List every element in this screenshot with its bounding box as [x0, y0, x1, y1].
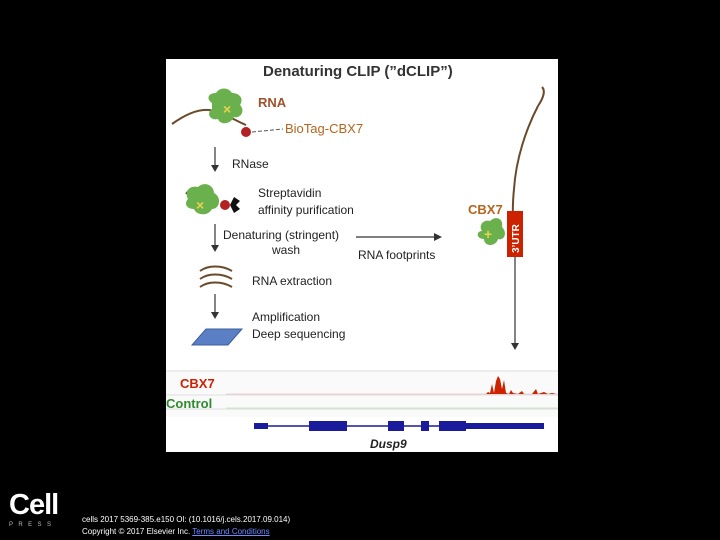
terms-link[interactable]: Terms and Conditions	[192, 527, 270, 536]
crosslink-mark-icon: ×	[223, 101, 231, 117]
rna-extraction-label: RNA extraction	[252, 274, 332, 288]
rna-fragment-b	[199, 273, 233, 280]
footprints-arrowhead-icon	[434, 233, 442, 241]
rna-strand-right-top	[537, 86, 545, 107]
copyright-text: Copyright © 2017 Elsevier Inc.	[82, 527, 191, 536]
utr-label: 3’UTR	[511, 223, 522, 253]
gene-utr-block-left	[254, 423, 268, 429]
track-cbx7-label: CBX7	[180, 376, 215, 391]
crosslink-mark-right-icon: +	[484, 226, 492, 242]
cbx7-protein-step1: ×	[208, 88, 243, 124]
copyright-line: Copyright © 2017 Elsevier Inc. Terms and…	[82, 526, 290, 538]
sequencing-chip-icon	[190, 328, 244, 346]
dclip-diagram-svg: Denaturing CLIP (”dCLIP”) × RNA BioTag-C…	[166, 63, 558, 451]
biotag-cbx7-label: BioTag-CBX7	[285, 121, 363, 136]
figure-title: Denaturing CLIP (”dCLIP”)	[263, 63, 453, 80]
arrowhead-right-down-icon	[511, 343, 519, 350]
track-control-label: Control	[166, 396, 212, 411]
citation-line: cells 2017 5369-385.e150 Ol: (10.1016/j.…	[82, 515, 291, 524]
cbx7-right-label: CBX7	[468, 202, 503, 217]
protein-blob-icon	[208, 88, 243, 124]
gene-name-label: Dusp9	[370, 437, 407, 451]
citation-block: cells 2017 5369-385.e150 Ol: (10.1016/j.…	[82, 514, 290, 538]
cbx7-protein-right-icon	[477, 218, 505, 245]
rna-footprints-label: RNA footprints	[358, 248, 435, 262]
biotag-pointer-line	[251, 128, 284, 133]
rna-fragment-c	[199, 281, 233, 288]
streptavidin-label: Streptavidin	[258, 186, 321, 200]
cbx7-signal-peaks	[486, 376, 556, 394]
utr-region	[507, 211, 523, 257]
gene-exon-4	[439, 421, 466, 431]
rnase-label: RNase	[232, 157, 269, 171]
streptavidin-icon	[230, 197, 240, 213]
protein-blob-step2-icon	[186, 184, 220, 215]
gene-exon-1	[309, 421, 347, 431]
arrowhead-step1-icon	[211, 165, 219, 172]
cell-wordmark: Cell	[9, 489, 59, 521]
rna-label: RNA	[258, 95, 287, 110]
deep-sequencing-label: Deep sequencing	[252, 327, 345, 341]
wash-label: wash	[271, 243, 300, 257]
biotin-bead-step2-icon	[220, 200, 230, 210]
gene-exon-3	[421, 421, 429, 431]
amplification-label: Amplification	[252, 310, 320, 324]
arrowhead-step2-icon	[211, 245, 219, 252]
arrowhead-step3-icon	[211, 312, 219, 319]
dclip-figure: Denaturing CLIP (”dCLIP”) × RNA BioTag-C…	[166, 59, 558, 452]
gene-exon-2	[388, 421, 404, 431]
gene-utr-block-right	[466, 423, 544, 429]
cell-press-logo: Cell PRESS	[9, 491, 69, 531]
biotin-bead-icon	[241, 127, 251, 137]
rna-strand-right	[511, 105, 539, 230]
rna-fragment-a	[199, 265, 233, 272]
affinity-purification-label: affinity purification	[258, 203, 354, 217]
press-subtitle: PRESS	[9, 522, 57, 528]
denaturing-label: Denaturing (stringent)	[223, 228, 339, 242]
crosslink-mark-step2-icon: ×	[196, 197, 204, 213]
